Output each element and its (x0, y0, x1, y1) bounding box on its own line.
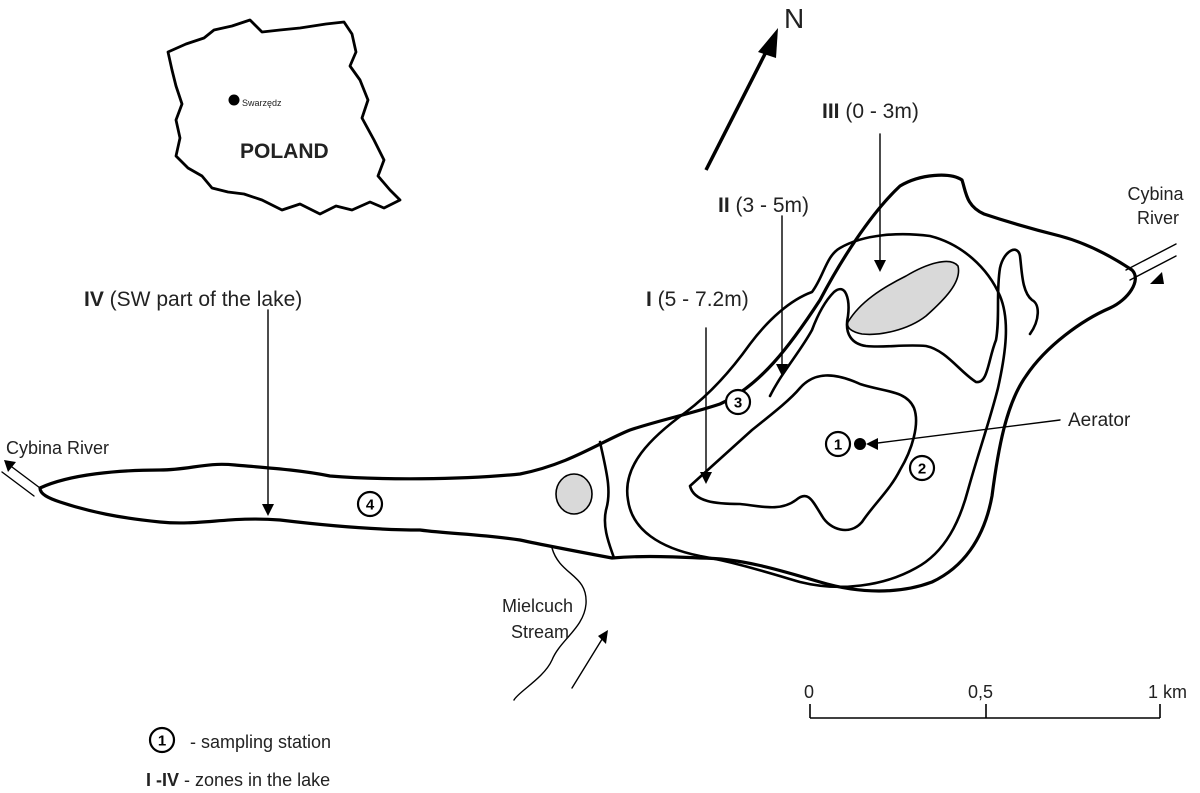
legend-station-text: - sampling station (190, 732, 331, 752)
sampling-station-1: 1 (824, 430, 852, 458)
contour-zone-I (688, 374, 918, 532)
sampling-station-2: 2 (908, 454, 936, 482)
lake-shoreline (38, 173, 1137, 593)
mielcuch-stream (513, 547, 608, 701)
scale-bar: 0 0,5 1 km (804, 682, 1187, 719)
cybina-inflow-arrows (1125, 243, 1177, 284)
scale-tick-1km: 1 km (1148, 682, 1187, 702)
aerator-label: Aerator (1068, 410, 1131, 431)
island-south (555, 473, 593, 515)
cybina-outflow-arrows (1, 460, 41, 497)
mielcuch-stream-label: Mielcuch Stream (502, 596, 578, 642)
contour-zone-III-lobe (768, 248, 1040, 398)
zone-label-IV: IV (SW part of the lake) (84, 288, 302, 311)
zone-divider (598, 440, 616, 560)
scale-tick-half: 0,5 (968, 682, 993, 702)
zone-label-I: I (5 - 7.2m) (646, 288, 749, 311)
north-arrow: N (704, 3, 804, 171)
aerator-marker (854, 419, 1061, 450)
zone-label-III: III (0 - 3m) (822, 100, 919, 123)
town-label: Swarzędz (242, 98, 282, 108)
contour-zone-II (625, 232, 1008, 589)
country-label: POLAND (240, 140, 329, 163)
zone-arrows (262, 133, 886, 516)
legend-station-symbol: 1 (148, 726, 176, 754)
legend-zones: I -IV - zones in the lake (146, 770, 330, 790)
svg-text:1: 1 (834, 437, 842, 454)
svg-text:2: 2 (918, 461, 926, 478)
cybina-river-west-label: Cybina River (6, 438, 109, 458)
sampling-station-3: 3 (724, 388, 752, 416)
svg-text:1: 1 (158, 733, 166, 750)
zone-label-II: II (3 - 5m) (718, 194, 809, 217)
scale-tick-0: 0 (804, 682, 814, 702)
svg-text:4: 4 (366, 497, 375, 514)
island-north (846, 260, 960, 336)
cybina-river-east-label: Cybina River (1127, 184, 1188, 228)
poland-outline (166, 18, 402, 216)
town-marker (228, 94, 240, 106)
legend: 1 - sampling station I -IV - zones in th… (146, 726, 331, 790)
svg-text:3: 3 (734, 395, 742, 412)
sampling-station-4: 4 (356, 490, 384, 518)
poland-inset: Swarzędz POLAND (166, 18, 402, 216)
north-label: N (784, 3, 804, 34)
